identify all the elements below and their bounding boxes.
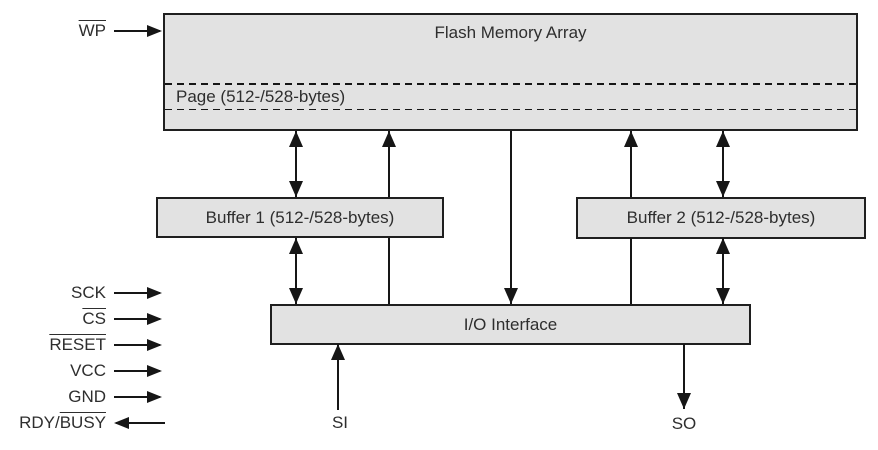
buffer2-io-bidirectional-arrow — [716, 238, 730, 304]
flash-buffer2-bidirectional-arrow — [716, 131, 730, 197]
arrow-down-icon — [716, 181, 730, 197]
flash-buffer1-bidirectional-arrow — [289, 131, 303, 197]
io-interface-label: I/O Interface — [463, 314, 558, 334]
reset-pin-label: RESET — [0, 334, 106, 356]
io-to-buffer2-line — [630, 238, 632, 304]
page-band: Page (512-/528-bytes) — [165, 83, 856, 110]
page-size-label: Page (512-/528-bytes) — [176, 87, 346, 106]
buffer2-label: Buffer 2 (512-/528-bytes) — [626, 208, 816, 227]
buffer2-to-flash-up-arrow — [624, 131, 638, 197]
arrow-up-icon — [331, 344, 345, 360]
arrow-up-icon — [289, 131, 303, 147]
io-interface-block: I/O Interface — [270, 304, 751, 345]
arrow-up-icon — [716, 238, 730, 254]
arrow-up-icon — [624, 131, 638, 147]
buffer1-io-bidirectional-arrow — [289, 238, 303, 304]
wp-input-arrow — [114, 25, 162, 37]
rdy-busy-label-plain: RDY/ — [19, 413, 60, 432]
vcc-label-plain: VCC — [70, 361, 106, 380]
so-pin-label: SO — [671, 414, 697, 433]
cs-label-overlined: CS — [82, 309, 106, 328]
arrow-up-icon — [289, 238, 303, 254]
cs-input-arrow — [114, 313, 162, 325]
rdy-busy-pin-label: RDY/BUSY — [0, 412, 106, 434]
arrow-down-icon — [716, 288, 730, 304]
gnd-pin-label: GND — [0, 386, 106, 408]
vcc-input-arrow — [114, 365, 162, 377]
reset-input-arrow — [114, 339, 162, 351]
si-pin-label: SI — [331, 413, 349, 432]
gnd-input-arrow — [114, 391, 162, 403]
arrow-right-icon — [147, 391, 162, 403]
arrow-left-icon — [114, 417, 129, 429]
flash-memory-array-block: Flash Memory Array Page (512-/528-bytes) — [163, 13, 858, 131]
si-input-arrow — [331, 344, 345, 410]
arrow-down-icon — [504, 288, 518, 304]
arrow-right-icon — [147, 287, 162, 299]
page-band-bottom-dashed-line — [165, 108, 856, 110]
arrow-right-icon — [147, 313, 162, 325]
arrow-right-icon — [147, 25, 162, 37]
buffer1-block: Buffer 1 (512-/528-bytes) — [156, 197, 444, 238]
buffer1-label: Buffer 1 (512-/528-bytes) — [205, 207, 395, 227]
buffer1-to-flash-up-arrow — [382, 131, 396, 197]
arrow-down-icon — [289, 181, 303, 197]
arrow-down-icon — [677, 393, 691, 409]
arrow-down-icon — [289, 288, 303, 304]
sck-input-arrow — [114, 287, 162, 299]
sck-pin-label: SCK — [0, 282, 106, 304]
cs-pin-label: CS — [0, 308, 106, 330]
reset-label-overlined: RESET — [49, 335, 106, 354]
arrow-right-icon — [147, 339, 162, 351]
sck-label-plain: SCK — [71, 283, 106, 302]
arrow-up-icon — [382, 131, 396, 147]
vcc-pin-label: VCC — [0, 360, 106, 382]
gnd-label-plain: GND — [68, 387, 106, 406]
buffer2-block: Buffer 2 (512-/528-bytes) — [576, 197, 866, 239]
flash-to-io-down-arrow — [504, 131, 518, 304]
arrow-up-icon — [716, 131, 730, 147]
io-to-buffer1-line — [388, 238, 390, 304]
rdy-busy-label-overlined: BUSY — [59, 413, 106, 432]
wp-pin-label: WP — [0, 20, 106, 42]
arrow-right-icon — [147, 365, 162, 377]
page-band-top-dashed-line — [165, 83, 856, 85]
wp-label-overlined: WP — [78, 21, 106, 40]
rdy-busy-output-arrow — [114, 417, 165, 429]
so-output-arrow — [677, 344, 691, 409]
flash-memory-array-label: Flash Memory Array — [434, 23, 587, 42]
